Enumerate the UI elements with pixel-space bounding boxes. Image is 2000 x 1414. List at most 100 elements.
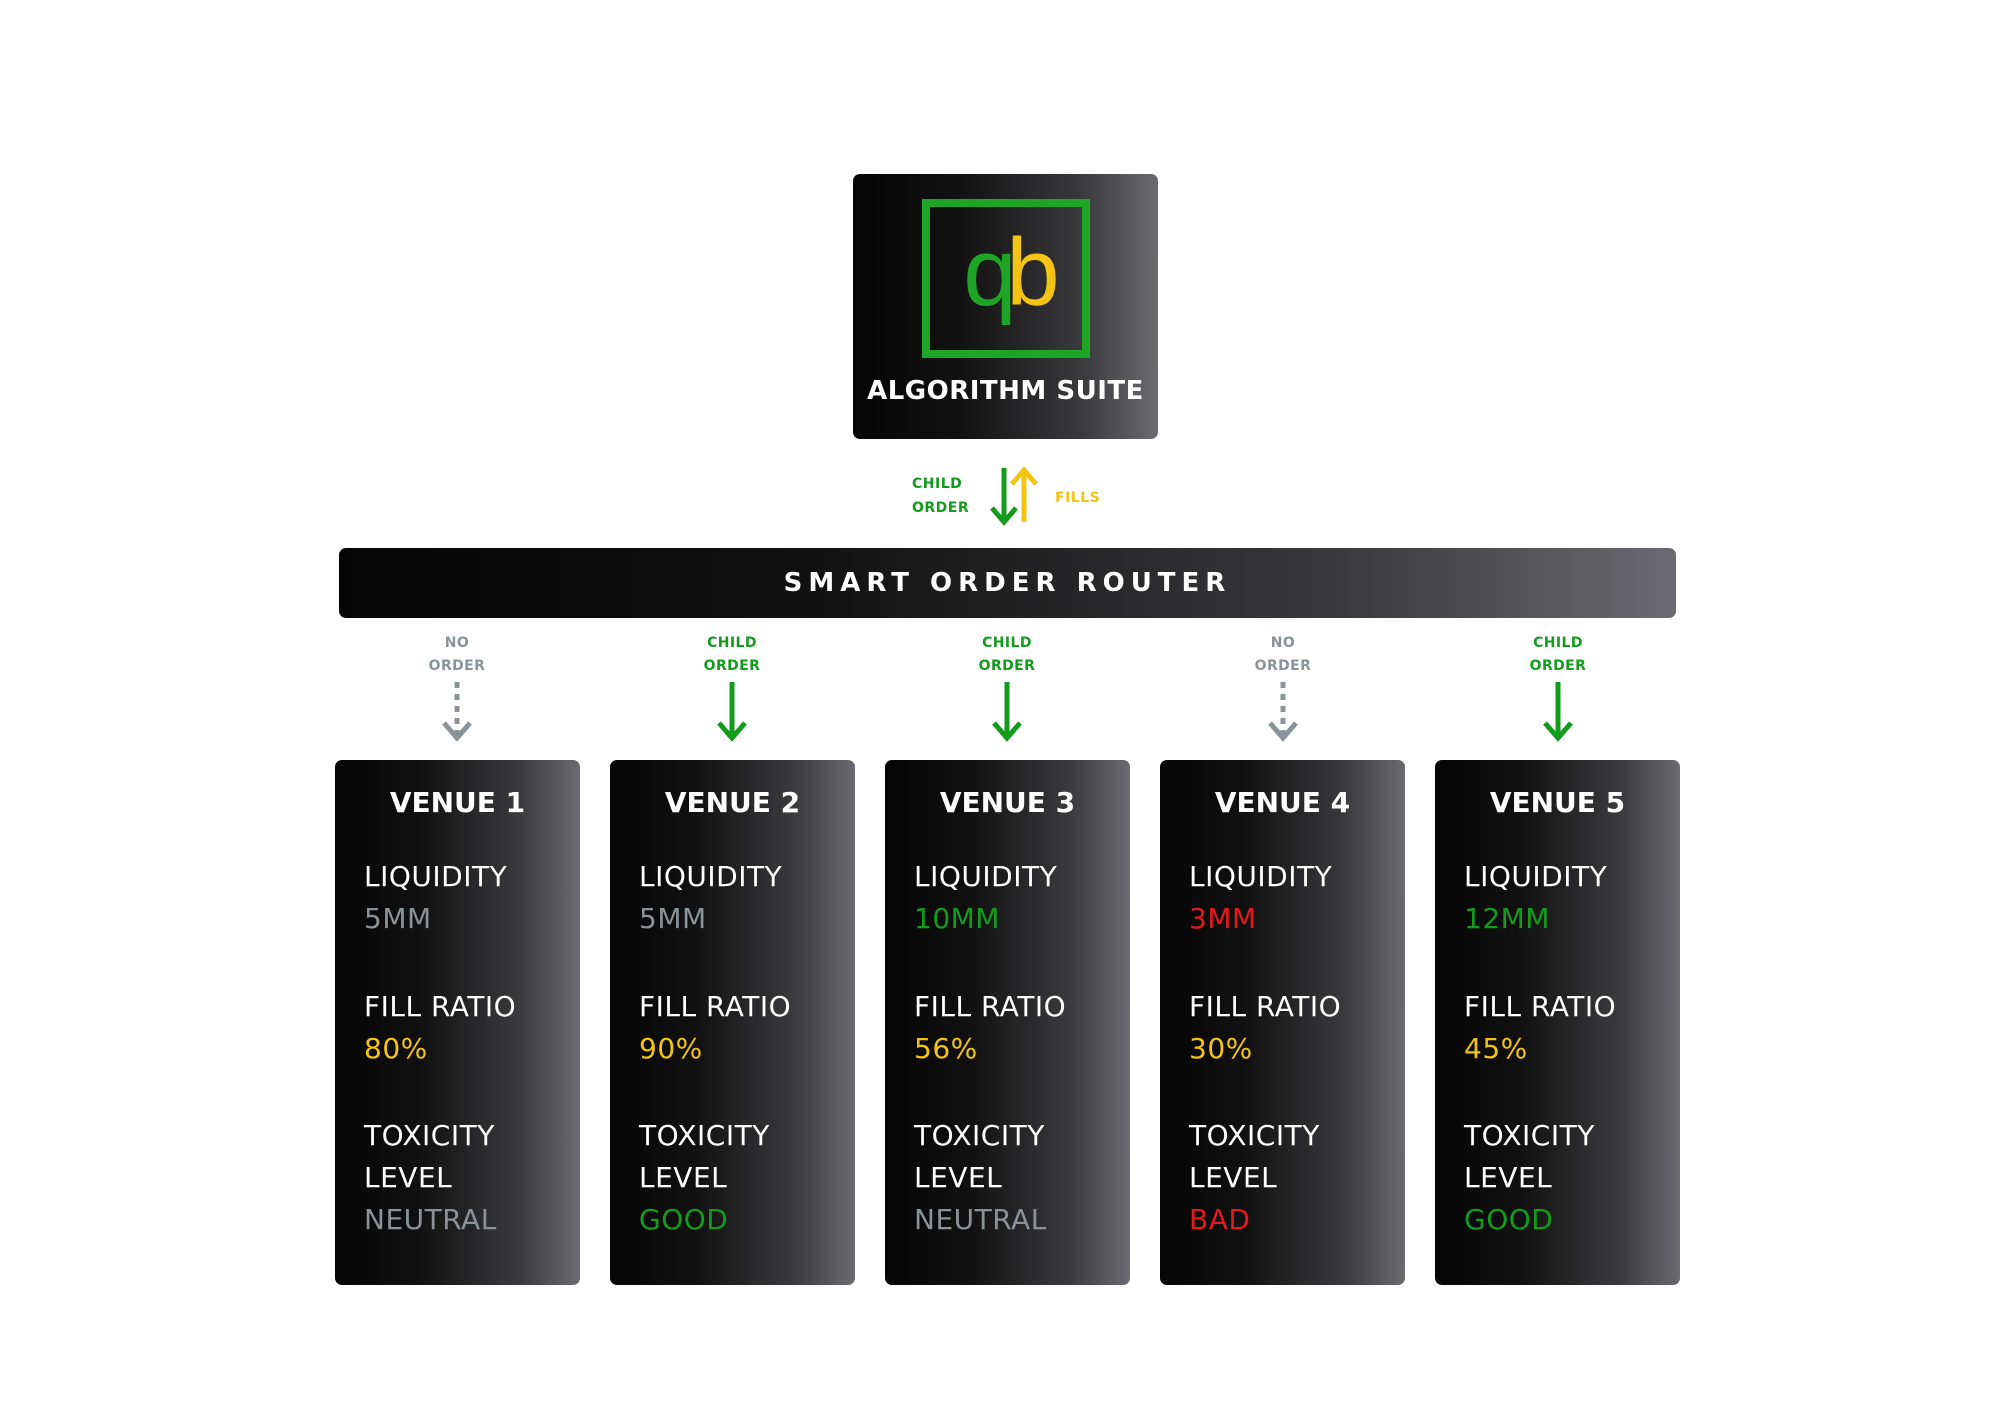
toxicity-level-label: LEVEL: [639, 1161, 728, 1194]
down-arrow-icon: [990, 468, 1018, 526]
connector-label-line2: ORDER: [428, 658, 486, 674]
liquidity-label: LIQUIDITY: [1189, 860, 1333, 893]
connector-2: CHILD ORDER: [662, 632, 802, 744]
connector-label-line1: CHILD: [982, 635, 1032, 651]
connector-label: NO ORDER: [387, 632, 527, 678]
toxicity-level: TOXICITY LEVEL NEUTRAL: [364, 1115, 497, 1241]
toxicity-level-value: NEUTRAL: [914, 1203, 1047, 1236]
toxicity-level-label: LEVEL: [1189, 1161, 1278, 1194]
liquidity: LIQUIDITY 5MM: [639, 856, 782, 940]
down-arrow-icon: [717, 682, 747, 742]
liquidity-value: 3MM: [1189, 902, 1257, 935]
down-arrow-icon: [1543, 682, 1573, 742]
toxicity-level-label: TOXICITY: [914, 1119, 1045, 1152]
connector-label-line1: CHILD: [1533, 635, 1583, 651]
fill-ratio-value: 80%: [364, 1032, 428, 1065]
toxicity-level-label: TOXICITY: [1464, 1119, 1595, 1152]
fill-ratio-label: FILL RATIO: [364, 990, 517, 1023]
venue-title: VENUE 5: [1489, 786, 1626, 819]
child-order-line1: CHILD: [912, 476, 963, 492]
fill-ratio: FILL RATIO 56%: [914, 986, 1066, 1070]
fill-ratio: FILL RATIO 45%: [1464, 986, 1616, 1070]
liquidity: LIQUIDITY 3MM: [1189, 856, 1332, 940]
connector-label-line1: NO: [1270, 635, 1296, 651]
liquidity-value: 12MM: [1464, 902, 1550, 935]
liquidity-value: 5MM: [639, 902, 707, 935]
qb-logo: q b: [922, 199, 1090, 358]
logo-q: q: [963, 219, 1016, 326]
liquidity-label: LIQUIDITY: [639, 860, 783, 893]
toxicity-level-label: LEVEL: [1464, 1161, 1553, 1194]
order-fill-arrows: [990, 466, 1038, 526]
venue-card-5: VENUE 5 LIQUIDITY 12MM FILL RATIO 45% TOXICIT…: [1435, 760, 1680, 1285]
venue-card-1: VENUE 1 LIQUIDITY 5MM FILL RATIO 80% TOXICITY…: [335, 760, 580, 1285]
connector-label: CHILD ORDER: [662, 632, 802, 678]
liquidity-label: LIQUIDITY: [1464, 860, 1608, 893]
toxicity-level-label: TOXICITY: [364, 1119, 495, 1152]
child-order-line2: ORDER: [912, 500, 970, 516]
connector-label: NO ORDER: [1213, 632, 1353, 678]
smart-order-router-bar: SMART ORDER ROUTER: [339, 548, 1676, 618]
logo-b: b: [1006, 219, 1059, 326]
toxicity-level: TOXICITY LEVEL GOOD: [639, 1115, 770, 1241]
smart-order-router-label: SMART ORDER ROUTER: [783, 568, 1232, 598]
toxicity-level-value: GOOD: [1464, 1203, 1554, 1236]
up-arrow-icon: [1010, 466, 1038, 522]
connector-label: CHILD ORDER: [937, 632, 1077, 678]
connector-label: CHILD ORDER: [1488, 632, 1628, 678]
fill-ratio-label: FILL RATIO: [1189, 990, 1342, 1023]
venue-title: VENUE 2: [664, 786, 801, 819]
fill-ratio-value: 30%: [1189, 1032, 1253, 1065]
fill-ratio: FILL RATIO 30%: [1189, 986, 1341, 1070]
connector-3: CHILD ORDER: [937, 632, 1077, 744]
down-arrow-icon: [992, 682, 1022, 742]
fill-ratio-label: FILL RATIO: [1464, 990, 1617, 1023]
connector-label-line2: ORDER: [1254, 658, 1312, 674]
connector-1: NO ORDER: [387, 632, 527, 744]
venue-title: VENUE 4: [1214, 786, 1351, 819]
algorithm-suite-box: q b ALGORITHM SUITE: [853, 174, 1158, 439]
fill-ratio: FILL RATIO 80%: [364, 986, 516, 1070]
fill-ratio-value: 56%: [914, 1032, 978, 1065]
liquidity: LIQUIDITY 5MM: [364, 856, 507, 940]
connector-label-line1: CHILD: [707, 635, 757, 651]
dashed-down-arrow-icon: [1268, 682, 1298, 742]
connector-label-line2: ORDER: [978, 658, 1036, 674]
fill-ratio-value: 45%: [1464, 1032, 1528, 1065]
venue-card-4: VENUE 4 LIQUIDITY 3MM FILL RATIO 30% TOXICITY…: [1160, 760, 1405, 1285]
connector-label-line2: ORDER: [1529, 658, 1587, 674]
liquidity-value: 10MM: [914, 902, 1000, 935]
fill-ratio-label: FILL RATIO: [639, 990, 792, 1023]
fill-ratio-value: 90%: [639, 1032, 703, 1065]
liquidity-value: 5MM: [364, 902, 432, 935]
connector-label-line1: NO: [444, 635, 470, 651]
toxicity-level-value: NEUTRAL: [364, 1203, 497, 1236]
algorithm-suite-title: ALGORITHM SUITE: [867, 376, 1144, 406]
child-order-label: CHILD ORDER: [912, 472, 969, 520]
venue-card-2: VENUE 2 LIQUIDITY 5MM FILL RATIO 90% TOXICITY…: [610, 760, 855, 1285]
fill-ratio-label: FILL RATIO: [914, 990, 1067, 1023]
toxicity-level-label: TOXICITY: [639, 1119, 770, 1152]
venue-title: VENUE 1: [389, 786, 526, 819]
liquidity-label: LIQUIDITY: [364, 860, 508, 893]
dashed-down-arrow-icon: [442, 682, 472, 742]
toxicity-level-value: GOOD: [639, 1203, 729, 1236]
liquidity-label: LIQUIDITY: [914, 860, 1058, 893]
toxicity-level: TOXICITY LEVEL GOOD: [1464, 1115, 1595, 1241]
toxicity-level-label: LEVEL: [914, 1161, 1003, 1194]
toxicity-level-label: TOXICITY: [1189, 1119, 1320, 1152]
liquidity: LIQUIDITY 10MM: [914, 856, 1057, 940]
toxicity-level: TOXICITY LEVEL BAD: [1189, 1115, 1320, 1241]
liquidity: LIQUIDITY 12MM: [1464, 856, 1607, 940]
connector-label-line2: ORDER: [703, 658, 761, 674]
toxicity-level-value: BAD: [1189, 1203, 1251, 1236]
connector-5: CHILD ORDER: [1488, 632, 1628, 744]
fill-ratio: FILL RATIO 90%: [639, 986, 791, 1070]
venue-card-3: VENUE 3 LIQUIDITY 10MM FILL RATIO 56% TOXICIT…: [885, 760, 1130, 1285]
toxicity-level: TOXICITY LEVEL NEUTRAL: [914, 1115, 1047, 1241]
fills-label: FILLS: [1055, 490, 1101, 506]
toxicity-level-label: LEVEL: [364, 1161, 453, 1194]
top-flow: CHILD ORDER FILLS: [912, 462, 1112, 530]
venue-title: VENUE 3: [939, 786, 1076, 819]
connector-4: NO ORDER: [1213, 632, 1353, 744]
